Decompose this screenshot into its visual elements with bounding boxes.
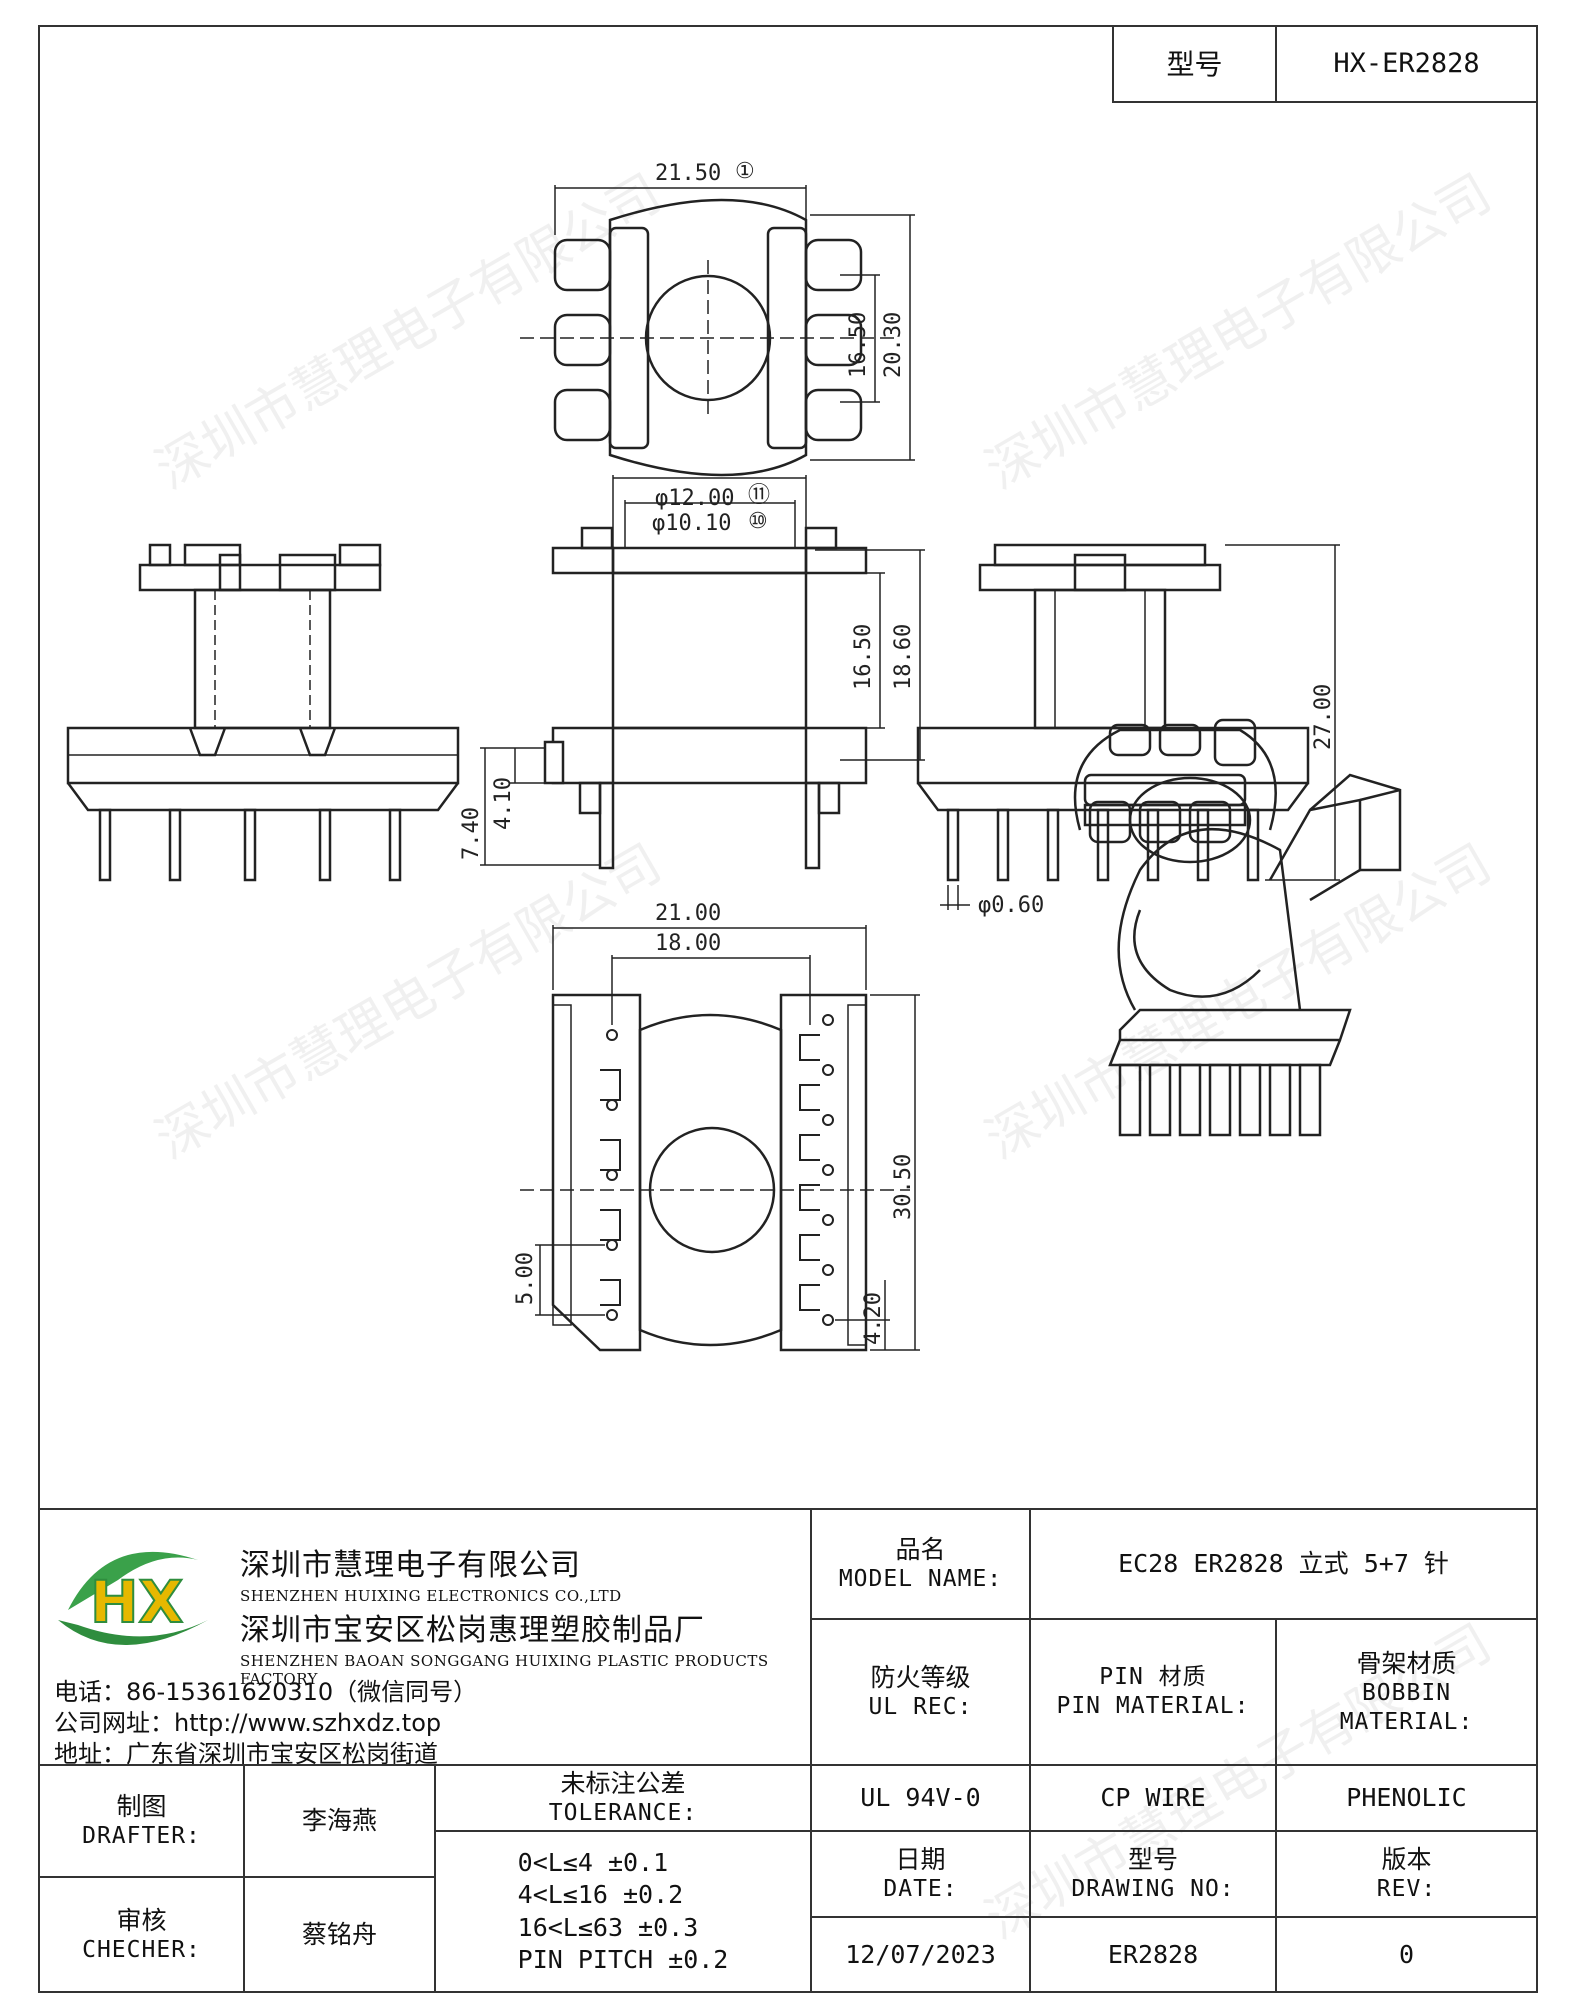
tolerance-cn: 未标注公差 <box>560 1769 686 1798</box>
drawing-no-en: DRAWING NO: <box>1071 1876 1235 1903</box>
tolerance-line: 4<L≤16 ±0.2 <box>517 1880 684 1909</box>
dim-side-pin-dia: φ0.60 <box>978 893 1044 918</box>
tolerance-values-cell: 0<L≤4 ±0.1 4<L≤16 ±0.2 16<L≤63 ±0.3 PIN … <box>434 1830 812 1993</box>
bobbin-material-label-cell: 骨架材质 BOBBIN MATERIAL: <box>1275 1618 1538 1766</box>
dim-front-pin1: 7.40 <box>459 807 484 860</box>
factory-name-en: SHENZHEN BAOAN SONGGANG HUIXING PLASTIC … <box>240 1652 769 1688</box>
ul-label-cell: 防火等级 UL REC: <box>810 1618 1031 1766</box>
left-side-view <box>66 543 460 882</box>
pin-en: PIN MATERIAL: <box>1056 1693 1250 1719</box>
drafter-value: 李海燕 <box>301 1806 377 1836</box>
company-name-en: SHENZHEN HUIXING ELECTRONICS CO.,LTD <box>240 1587 622 1605</box>
dim-front-h2: 18.60 <box>891 624 916 690</box>
company-address: 地址：广东省深圳市宝安区松岗街道 <box>54 1740 438 1768</box>
dim-front-dia-outer: φ12.00 <box>655 486 734 511</box>
ul-en: UL REC: <box>868 1694 973 1721</box>
drawing-no-cn: 型号 <box>1127 1845 1178 1874</box>
front-view <box>480 475 925 870</box>
dim-bottom-end: 4.20 <box>861 1292 886 1345</box>
marker-11: ⑪ <box>748 483 770 508</box>
date-value-cell: 12/07/2023 <box>810 1916 1031 1993</box>
title-block-top-line <box>38 1508 1538 1510</box>
pin-value-cell: CP WIRE <box>1029 1764 1277 1832</box>
company-name-cn: 深圳市慧理电子有限公司 <box>240 1548 581 1583</box>
logo-text: HX <box>90 1568 183 1636</box>
dim-top-h2: 20.30 <box>881 312 906 378</box>
bobbin-value-cell: PHENOLIC <box>1275 1764 1538 1832</box>
rev-value: 0 <box>1398 1939 1415 1969</box>
company-logo: HX <box>58 1551 208 1645</box>
date-value: 12/07/2023 <box>845 1939 996 1969</box>
tolerance-en: TOLERANCE: <box>548 1800 698 1827</box>
dim-front-pin2: 4.10 <box>491 777 516 830</box>
tolerance-label-cell: 未标注公差 TOLERANCE: <box>434 1764 812 1832</box>
ul-value-cell: UL 94V-0 <box>810 1764 1031 1832</box>
factory-name-cn: 深圳市宝安区松岗惠理塑胶制品厂 <box>240 1613 705 1648</box>
drafter-value-cell: 李海燕 <box>243 1764 436 1878</box>
top-view <box>520 185 915 477</box>
model-name-value: EC28 ER2828 立式 5+7 针 <box>1118 1549 1449 1579</box>
ul-value: UL 94V-0 <box>860 1783 981 1813</box>
ul-cn: 防火等级 <box>870 1663 971 1692</box>
dim-bottom-pitch: 5.00 <box>513 1252 538 1305</box>
dim-bottom-width: 21.00 <box>655 901 721 926</box>
bobbin-en1: BOBBIN <box>1361 1679 1452 1706</box>
dim-top-h1: 16.50 <box>846 312 871 378</box>
rev-value-cell: 0 <box>1275 1916 1538 1993</box>
company-info: HX 深圳市慧理电子有限公司 SHENZHEN HUIXING ELECTRON… <box>40 1512 812 1768</box>
marker-10: ⑩ <box>748 509 768 534</box>
marker-1: ① <box>735 159 755 184</box>
right-side-view <box>916 543 1340 910</box>
model-value: HX-ER2828 <box>1333 48 1480 80</box>
model-name-label-cell: 品名 MODEL NAME: <box>810 1508 1031 1620</box>
rev-cn: 版本 <box>1381 1845 1432 1874</box>
dim-top-width: 21.50 <box>655 161 721 186</box>
technical-drawing: 21.50 ① 16.50 20.30 φ12.00 ⑪ φ10.10 ⑩ 16… <box>66 159 1402 1352</box>
model-name-value-cell: EC28 ER2828 立式 5+7 针 <box>1029 1508 1538 1620</box>
model-name-en: MODEL NAME: <box>838 1566 1003 1593</box>
dim-side-height: 27.00 <box>1311 684 1336 750</box>
bobbin-cn: 骨架材质 <box>1356 1648 1457 1678</box>
pin-value: CP WIRE <box>1100 1783 1206 1813</box>
dim-front-dia-inner: φ10.10 <box>652 511 731 536</box>
model-name-cn: 品名 <box>895 1535 946 1564</box>
rev-en: REV: <box>1376 1876 1437 1903</box>
model-label: 型号 <box>1166 47 1223 81</box>
tolerance-list: 0<L≤4 ±0.1 4<L≤16 ±0.2 16<L≤63 ±0.3 PIN … <box>518 1847 729 1977</box>
model-label-cell: 型号 <box>1112 25 1277 103</box>
bottom-view <box>520 925 920 1352</box>
tolerance-line: 0<L≤4 ±0.1 <box>517 1847 669 1877</box>
model-value-cell: HX-ER2828 <box>1275 25 1538 103</box>
checker-en: CHECHER: <box>82 1936 201 1963</box>
bobbin-en2: MATERIAL: <box>1339 1708 1474 1735</box>
dim-bottom-inner: 18.00 <box>655 931 721 956</box>
dim-front-h1: 16.50 <box>851 624 876 690</box>
drawing-no-label-cell: 型号 DRAWING NO: <box>1029 1830 1277 1918</box>
company-phone: 电话：86-15361620310（微信同号） <box>54 1678 478 1706</box>
date-label-cell: 日期 DATE: <box>810 1830 1031 1918</box>
checker-value-cell: 蔡铭舟 <box>243 1876 436 1993</box>
date-en: DATE: <box>883 1876 958 1903</box>
company-website: 公司网址：http://www.szhxdz.top <box>54 1709 442 1737</box>
drawing-no-value: ER2828 <box>1107 1939 1199 1969</box>
tolerance-line: PIN PITCH ±0.2 <box>517 1945 729 1974</box>
date-cn: 日期 <box>895 1845 946 1874</box>
rev-label-cell: 版本 REV: <box>1275 1830 1538 1918</box>
bobbin-value: PHENOLIC <box>1346 1783 1467 1813</box>
pin-cn: PIN 材质 <box>1099 1664 1207 1691</box>
drafter-cn: 制图 <box>116 1792 167 1821</box>
drafter-en: DRAFTER: <box>82 1823 201 1850</box>
checker-value: 蔡铭舟 <box>301 1919 377 1949</box>
checker-label-cell: 审核 CHECHER: <box>38 1876 245 1993</box>
tolerance-line: 16<L≤63 ±0.3 <box>517 1912 699 1942</box>
isometric-view <box>1073 718 1402 1137</box>
drafter-label-cell: 制图 DRAFTER: <box>38 1764 245 1878</box>
dim-bottom-length: 30.50 <box>891 1154 916 1220</box>
checker-cn: 审核 <box>116 1905 167 1935</box>
drawing-no-value-cell: ER2828 <box>1029 1916 1277 1993</box>
pin-material-label-cell: PIN 材质 PIN MATERIAL: <box>1029 1618 1277 1766</box>
